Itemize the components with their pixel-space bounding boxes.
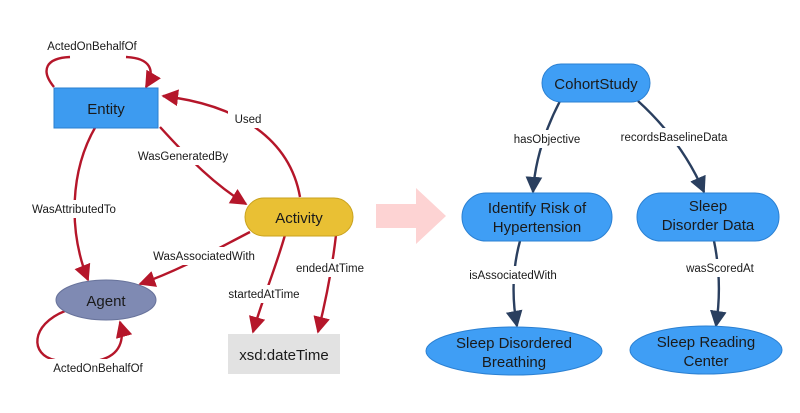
edge-label-was-associated-with: WasAssociatedWith [144, 247, 264, 265]
datetime-node[interactable]: xsd:dateTime [228, 334, 340, 374]
edge-label-used: Used [228, 110, 268, 128]
edge-entity-self-loop [45, 55, 151, 87]
cohort-study-node[interactable]: CohortStudy [541, 63, 651, 103]
svg-text:WasGeneratedBy: WasGeneratedBy [138, 151, 229, 163]
edge-is-associated-with [505, 240, 523, 328]
entity-label: Entity [87, 101, 125, 118]
svg-text:endedAtTime: endedAtTime [296, 263, 364, 275]
svg-text:ActedOnBehalfOf: ActedOnBehalfOf [53, 363, 143, 375]
identify-risk-node[interactable]: Identify Risk of Hypertension [461, 192, 613, 242]
identify-risk-label-line2: Hypertension [493, 219, 581, 236]
svg-text:recordsBaselineData: recordsBaselineData [621, 132, 728, 144]
edge-was-generated-by [159, 126, 248, 206]
edge-was-scored-at [709, 240, 727, 328]
edge-label-records-baseline-data: recordsBaselineData [612, 128, 736, 146]
sleep-reading-center-node[interactable]: Sleep Reading Center [629, 325, 783, 375]
edge-records-baseline-data [637, 100, 706, 194]
edge-ended-at-time [313, 234, 338, 334]
identify-risk-label-line1: Identify Risk of [488, 200, 587, 217]
svg-text:startedAtTime: startedAtTime [228, 289, 299, 301]
edge-label-was-generated-by: WasGeneratedBy [130, 147, 236, 165]
sleep-disordered-breathing-node[interactable]: Sleep Disordered Breathing [425, 326, 603, 376]
agent-label: Agent [86, 293, 126, 310]
agent-node[interactable]: Agent [55, 279, 157, 321]
svg-text:hasObjective: hasObjective [514, 134, 580, 146]
edge-label-started-at-time: startedAtTime [222, 285, 306, 303]
sleep-disorder-data-node[interactable]: Sleep Disorder Data [636, 192, 780, 242]
sleep-breathing-label-line2: Breathing [482, 354, 546, 371]
svg-text:ActedOnBehalfOf: ActedOnBehalfOf [47, 41, 137, 53]
entity-node[interactable]: Entity [53, 87, 159, 129]
activity-label: Activity [275, 210, 323, 227]
sleep-breathing-label-line1: Sleep Disordered [456, 335, 572, 352]
svg-text:wasScoredAt: wasScoredAt [685, 263, 755, 275]
svg-text:Used: Used [235, 114, 262, 126]
edge-label-is-associated-with: isAssociatedWith [462, 266, 564, 284]
edge-started-at-time [249, 234, 287, 334]
edge-label-acted-bottom: ActedOnBehalfOf [44, 359, 152, 377]
edge-used [161, 89, 302, 198]
sleep-center-label-line2: Center [683, 353, 728, 370]
edge-label-ended-at-time: endedAtTime [288, 259, 372, 277]
edge-agent-self-loop [36, 311, 121, 362]
edge-label-was-attributed-to: WasAttributedTo [22, 200, 126, 218]
edge-label-was-scored-at: wasScoredAt [678, 259, 762, 277]
svg-text:isAssociatedWith: isAssociatedWith [469, 270, 557, 282]
svg-text:WasAssociatedWith: WasAssociatedWith [153, 251, 255, 263]
transition-arrow [376, 188, 446, 244]
activity-node[interactable]: Activity [244, 197, 354, 237]
edge-label-has-objective: hasObjective [507, 130, 587, 148]
sleep-disorder-label-line1: Sleep [689, 198, 727, 215]
datetime-label: xsd:dateTime [239, 347, 328, 364]
edge-label-acted-top: ActedOnBehalfOf [38, 37, 146, 55]
sleep-center-label-line1: Sleep Reading [657, 334, 755, 351]
cohort-study-label: CohortStudy [554, 76, 638, 93]
svg-text:WasAttributedTo: WasAttributedTo [32, 204, 116, 216]
sleep-disorder-label-line2: Disorder Data [662, 217, 755, 234]
